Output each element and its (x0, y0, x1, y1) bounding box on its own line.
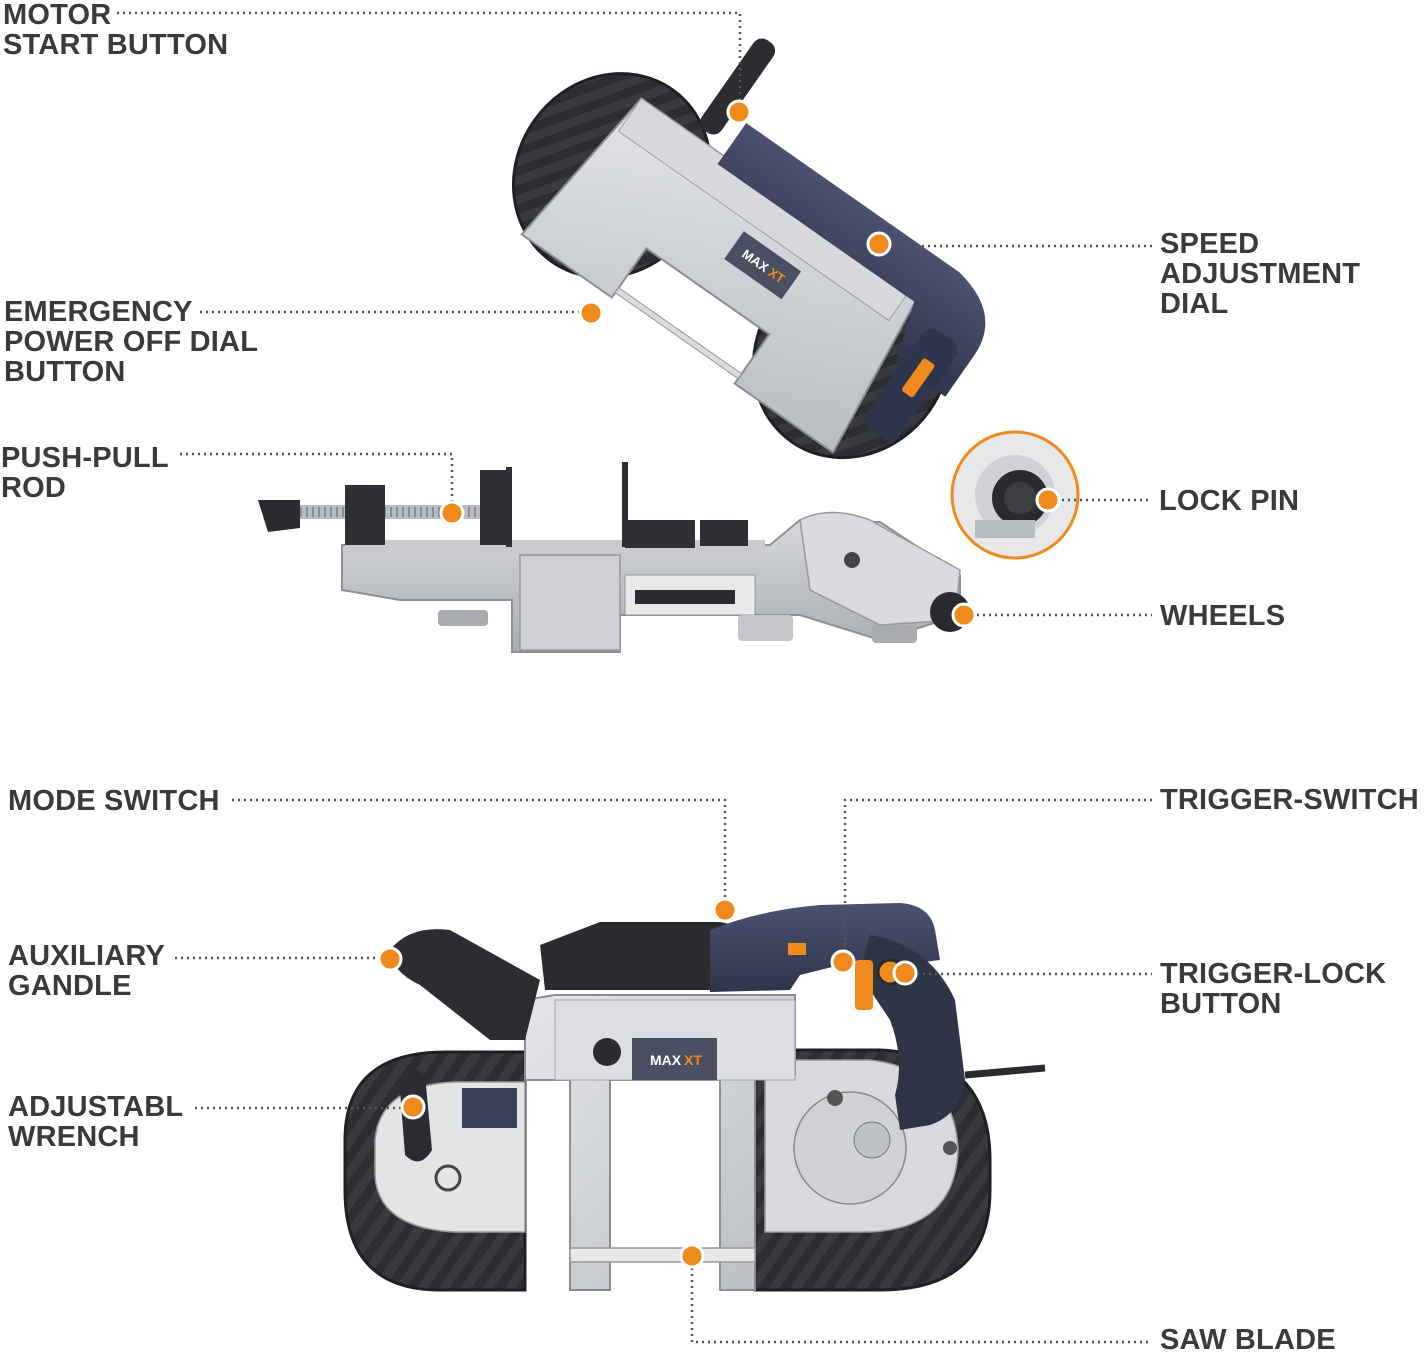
marker-wrench (400, 1094, 426, 1120)
label-mode-switch: MODE SWITCH (8, 785, 220, 817)
marker-motor-start (726, 99, 752, 125)
marker-lock-pin (1035, 487, 1061, 513)
label-push-pull-rod: PUSH-PULL ROD (1, 442, 169, 504)
callout-markers (377, 99, 1061, 1269)
marker-saw-blade (679, 1243, 705, 1269)
marker-trigger-lock (892, 960, 918, 986)
leader-mode-switch (232, 798, 727, 908)
label-trigger-lock-button: TRIGGER-LOCK BUTTON (1160, 958, 1387, 1020)
label-trigger-switch: TRIGGER-SWITCH (1160, 784, 1419, 816)
label-auxiliary-gandle: AUXILIARY GANDLE (8, 940, 166, 1002)
top-saw-body: MAX XT (511, 38, 986, 460)
marker-wheels (951, 602, 977, 628)
marker-trigger-switch (830, 949, 856, 975)
marker-emergency (578, 300, 604, 326)
marker-speed-dial (866, 231, 892, 257)
bottom-saw: MAX XT (343, 903, 1046, 1292)
label-speed-adjustment-dial: SPEED ADJUSTMENT DIAL (1160, 228, 1361, 320)
top-saw-stand (258, 462, 970, 653)
label-wheels: WHEELS (1160, 600, 1286, 632)
leader-push-pull (180, 452, 454, 512)
marker-aux-handle (377, 946, 403, 972)
label-emergency-power-off: EMERGENCY POWER OFF DIAL BUTTON (4, 296, 259, 388)
leader-saw-blade (690, 1256, 1152, 1344)
svg-text:XT: XT (684, 1052, 702, 1068)
label-lock-pin: LOCK PIN (1159, 485, 1300, 517)
marker-mode-switch (712, 897, 738, 923)
lock-pin-inset (950, 430, 1080, 560)
label-adjustabl-wrench: ADJUSTABL WRENCH (8, 1091, 184, 1153)
label-motor-start-button: MOTOR START BUTTON (3, 0, 229, 61)
leader-lines (117, 11, 1155, 1344)
bottom-brand-logo: MAX (650, 1052, 682, 1068)
label-saw-blade: SAW BLADE (1160, 1324, 1336, 1354)
marker-push-pull (439, 500, 465, 526)
leader-trigger-switch (843, 798, 1152, 960)
